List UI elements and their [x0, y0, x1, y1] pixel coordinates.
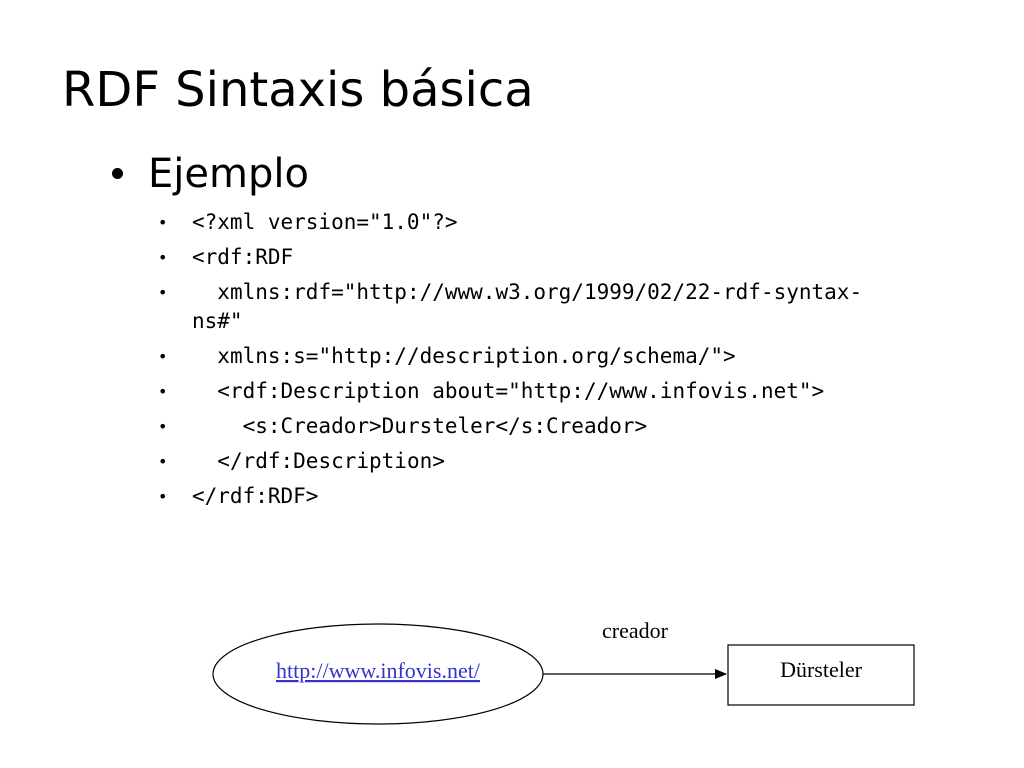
code-line-text: </rdf:Description> — [192, 449, 445, 473]
code-list: • <?xml version="1.0"?> • <rdf:RDF • xml… — [150, 208, 910, 517]
bullet-dot-icon: • — [158, 452, 168, 471]
bullet-dot-icon: • — [158, 248, 168, 267]
code-line: • <rdf:Description about="http://www.inf… — [150, 377, 910, 406]
code-line-text: </rdf:RDF> — [192, 484, 319, 508]
code-line: • <?xml version="1.0"?> — [150, 208, 910, 237]
subject-node-link[interactable]: http://www.infovis.net/ — [276, 658, 481, 683]
code-line: • xmlns:rdf="http://www.w3.org/1999/02/2… — [150, 278, 910, 336]
bullet-dot-icon — [112, 168, 123, 179]
object-node-box — [727, 644, 915, 706]
code-line: • <s:Creador>Dursteler</s:Creador> — [150, 412, 910, 441]
code-line-text: <s:Creador>Dursteler</s:Creador> — [192, 414, 648, 438]
bullet-dot-icon: • — [158, 283, 168, 302]
bullet-dot-icon: • — [158, 382, 168, 401]
code-line: • xmlns:s="http://description.org/schema… — [150, 342, 910, 371]
predicate-label: creador — [602, 618, 669, 643]
object-node-label: Dürsteler — [780, 657, 863, 682]
code-line: • </rdf:Description> — [150, 447, 910, 476]
code-line: • <rdf:RDF — [150, 243, 910, 272]
bullet-dot-icon: • — [158, 213, 168, 232]
code-line-text: <?xml version="1.0"?> — [192, 210, 458, 234]
bullet-label: Ejemplo — [148, 151, 309, 197]
code-line-text: <rdf:RDF — [192, 245, 294, 269]
slide-title: RDF Sintaxis básica — [62, 62, 534, 118]
code-line-text: xmlns:s="http://description.org/schema/"… — [192, 344, 736, 368]
bullet-dot-icon: • — [158, 417, 168, 436]
bullet-dot-icon: • — [158, 347, 168, 366]
bullet-dot-icon: • — [158, 487, 168, 506]
code-line-text: xmlns:rdf="http://www.w3.org/1999/02/22-… — [192, 280, 863, 333]
code-line-text: <rdf:Description about="http://www.infov… — [192, 379, 825, 403]
code-line: • </rdf:RDF> — [150, 482, 910, 511]
